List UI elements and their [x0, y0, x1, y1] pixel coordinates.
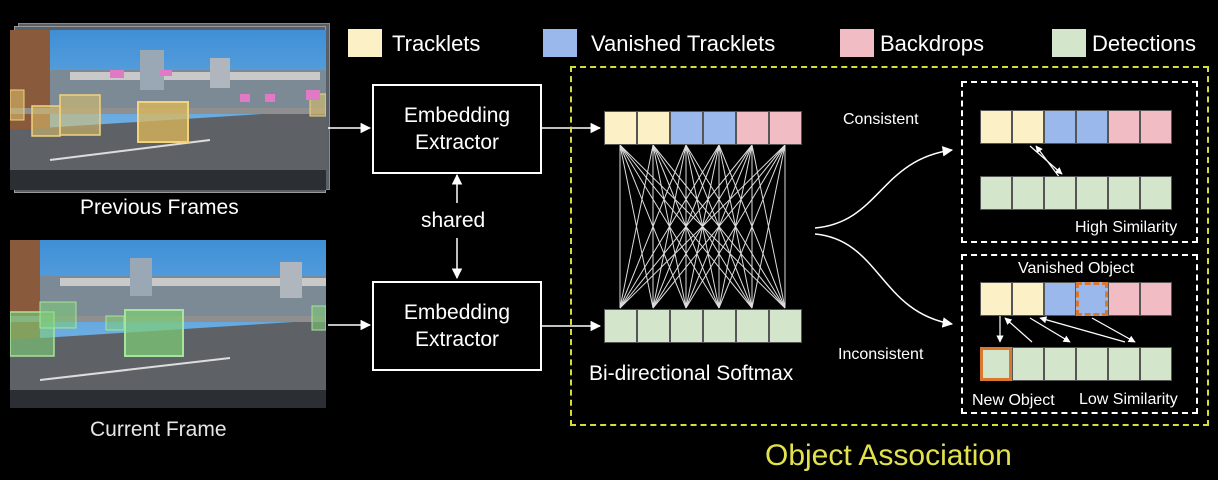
curve-to-inconsistent: [814, 233, 954, 328]
vanished-cell: [1044, 110, 1076, 144]
legend-label-tracklets: Tracklets: [392, 31, 481, 56]
legend-swatch-vanished: [543, 29, 577, 57]
legend-swatch-detections: [1052, 29, 1086, 57]
bidirectional-connections: [619, 144, 786, 309]
legend-label-detections: Detections: [1092, 31, 1196, 56]
consistent-panel: [961, 81, 1198, 243]
inconsistent-label: Inconsistent: [838, 346, 924, 363]
softmax-label: Bi-directional Softmax: [589, 362, 794, 385]
vanished-cell: [1044, 282, 1076, 316]
tracklet-cell: [980, 110, 1012, 144]
previous-frame-image: [10, 30, 326, 190]
vanished-cell: [703, 111, 736, 145]
legend-label-backdrops: Backdrops: [880, 31, 984, 56]
tracklet-cell: [1012, 110, 1044, 144]
previous-frames-label: Previous Frames: [80, 196, 239, 219]
detection-cell: [1076, 347, 1108, 381]
backdrop-cell: [769, 111, 802, 145]
backdrop-cell: [1108, 282, 1140, 316]
embedding-extractor-top-label: Embedding Extractor: [403, 104, 511, 154]
vanished-cell: [1076, 110, 1108, 144]
detection-cell: [670, 309, 703, 343]
curve-to-consistent: [814, 146, 954, 229]
tracklet-cell: [637, 111, 670, 145]
detection-cell: [769, 309, 802, 343]
detection-cell: [1140, 176, 1172, 210]
detection-cell: [1140, 347, 1172, 381]
legend-swatch-tracklets: [348, 29, 382, 57]
consistent-label: Consistent: [843, 111, 919, 128]
arrow-low-sim-e: [1091, 317, 1136, 343]
detection-cell: [703, 309, 736, 343]
high-similarity-label: High Similarity: [1075, 219, 1178, 236]
detection-cell: [1108, 176, 1140, 210]
bottom-embedding-row: [604, 309, 802, 343]
embedding-extractor-bottom: Embedding Extractor: [372, 281, 542, 371]
arrow-low-sim-b: [1004, 317, 1033, 343]
object-association-region: [570, 66, 1209, 426]
new-object-cell: [980, 347, 1012, 381]
arrow-low-sim-c: [1029, 317, 1071, 343]
vanished-object-label: Vanished Object: [1018, 260, 1135, 277]
new-object-label: New Object: [972, 392, 1055, 409]
detection-cell: [736, 309, 769, 343]
tracklet-cell: [1012, 282, 1044, 316]
object-association-title: Object Association: [765, 439, 1012, 472]
arrow-low-sim-d: [1039, 316, 1126, 343]
detection-cell: [637, 309, 670, 343]
detection-cell: [1012, 176, 1044, 210]
vanished-object-cell: [1076, 282, 1108, 316]
arrow-high-sim-b: [1035, 145, 1061, 179]
backdrop-cell: [1140, 110, 1172, 144]
consistent-bottom-row: [980, 176, 1172, 210]
tracklet-cell: [980, 282, 1012, 316]
inconsistent-bottom-row: [980, 347, 1172, 381]
consistent-top-row: [980, 110, 1172, 144]
detection-cell: [980, 176, 1012, 210]
detection-cell: [604, 309, 637, 343]
street-scene-previous: [10, 30, 326, 190]
tracklet-cell: [604, 111, 637, 145]
shared-label: shared: [421, 209, 486, 232]
current-frame-image: [10, 240, 326, 408]
current-frame-label: Current Frame: [90, 418, 227, 441]
detection-cell: [1108, 347, 1140, 381]
street-scene-current: [10, 240, 326, 408]
detection-cell: [1044, 347, 1076, 381]
low-similarity-label: Low Similarity: [1079, 391, 1178, 408]
embedding-extractor-bottom-label: Embedding Extractor: [403, 301, 511, 351]
detection-cell: [1076, 176, 1108, 210]
embedding-extractor-top: Embedding Extractor: [372, 84, 542, 174]
backdrop-cell: [1108, 110, 1140, 144]
top-embedding-row: [604, 111, 802, 145]
legend-label-vanished: Vanished Tracklets: [591, 31, 776, 56]
detection-cell: [1012, 347, 1044, 381]
backdrop-cell: [1140, 282, 1172, 316]
vanished-cell: [670, 111, 703, 145]
legend-swatch-backdrops: [840, 29, 874, 57]
detection-cell: [1044, 176, 1076, 210]
backdrop-cell: [736, 111, 769, 145]
inconsistent-panel: [961, 254, 1198, 414]
inconsistent-top-row: [980, 282, 1172, 316]
